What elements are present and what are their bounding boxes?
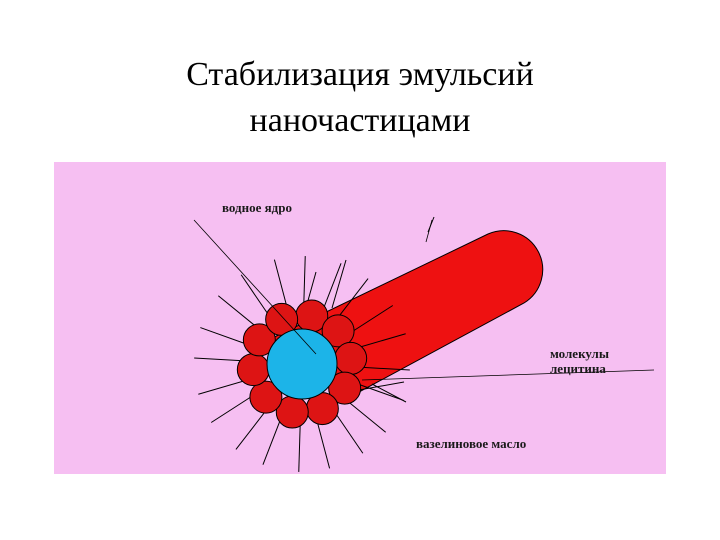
lecithin-pointer xyxy=(361,369,655,381)
lecithin-tail xyxy=(355,382,404,401)
lecithin-tail xyxy=(235,408,268,450)
title-line-1: Стабилизация эмульсий xyxy=(186,56,534,93)
tube-molecule-line xyxy=(331,259,347,309)
emulsion-diagram: водное ядро молекулы лецитина вазелиново… xyxy=(54,162,666,474)
title-line-2: наночастицами xyxy=(249,102,471,139)
lecithin-tail xyxy=(356,333,406,349)
lecithin-tail xyxy=(273,259,288,310)
lecithin-tail xyxy=(333,410,364,454)
lecithin-tail xyxy=(316,418,331,469)
lecithin-head xyxy=(249,380,283,414)
tube-molecule-line xyxy=(358,381,405,391)
lecithin-tail xyxy=(217,295,259,329)
lecithin-tail xyxy=(322,263,342,312)
lecithin-tail xyxy=(210,394,255,423)
lecithin-tail xyxy=(198,379,248,395)
water-core xyxy=(266,328,338,400)
lecithin-tail xyxy=(200,327,249,346)
lecithin-tail xyxy=(303,256,306,308)
lecithin-tail xyxy=(358,366,410,371)
lecithin-tail xyxy=(262,416,282,465)
lecithin-tail xyxy=(194,357,246,362)
tube-pointer xyxy=(425,219,433,243)
lecithin-tail xyxy=(336,278,369,320)
lecithin-head xyxy=(321,314,355,348)
lecithin-tail xyxy=(298,420,301,472)
lecithin-head xyxy=(236,353,270,387)
lecithin-tails xyxy=(194,256,410,472)
lecithin-head xyxy=(334,341,368,375)
diagram-canvas: водное ядро молекулы лецитина вазелиново… xyxy=(54,162,666,474)
lecithin-head xyxy=(328,371,362,405)
lecithin-tail xyxy=(345,399,387,433)
label-water-core: водное ядро xyxy=(222,200,292,215)
slide-title: Стабилизация эмульсий наночастицами xyxy=(0,52,720,144)
label-lecithin-line1: молекулы xyxy=(550,346,609,361)
label-vaseline-oil: вазелиновое масло xyxy=(416,436,526,451)
lecithin-tail xyxy=(240,274,271,318)
water-core-pointer xyxy=(193,219,317,355)
lecithin-tail xyxy=(349,305,394,334)
lecithin-head xyxy=(242,323,276,357)
label-lecithin-line2: лецитина xyxy=(550,361,606,376)
